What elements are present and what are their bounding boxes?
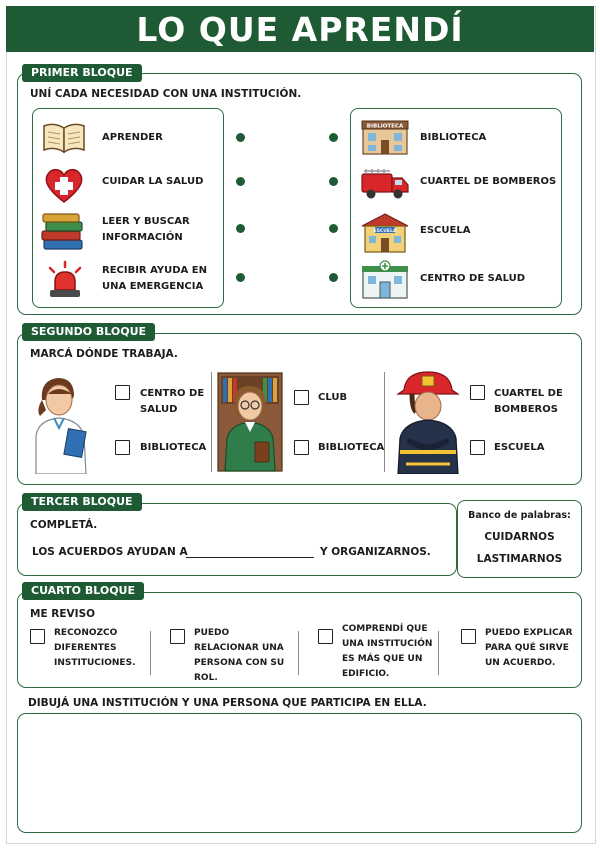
books-stack-icon [41, 213, 83, 250]
nurse-illustration-icon [35, 378, 87, 474]
block4-label: CUARTO BLOQUE [22, 582, 144, 600]
institution-label-3: ESCUELA [420, 225, 471, 236]
need-label-3: LEER Y BUSCAR INFORMACIÓN [102, 216, 190, 243]
firefighter-option-1-label: CUARTEL DE BOMBEROS [494, 388, 563, 415]
institution-label-2: CUARTEL DE BOMBEROS [420, 176, 557, 187]
sentence-blank[interactable] [186, 557, 314, 558]
word-bank-box: Banco de palabras: CUIDARNOS LASTIMARNOS [457, 500, 582, 578]
page-title: LO QUE APRENDÍ [136, 9, 464, 49]
block4-divider-1 [150, 631, 151, 675]
word-bank-word-1: CUIDARNOS [484, 531, 555, 543]
title-bar: LO QUE APRENDÍ [6, 6, 594, 52]
library-sign: BIBLIOTECA [367, 124, 404, 130]
fire-truck-icon [361, 169, 409, 199]
block1-instruction: UNÍ CADA NECESIDAD CON UNA INSTITUCIÓN. [30, 88, 302, 100]
word-bank-title: Banco de palabras: [468, 510, 571, 521]
block2-divider-1 [211, 372, 212, 472]
block1-section: UNÍ CADA NECESIDAD CON UNA INSTITUCIÓN. … [17, 73, 582, 315]
librarian-option-2-checkbox[interactable] [294, 440, 309, 455]
firefighter-option-2-label: ESCUELA [494, 442, 545, 453]
librarian-illustration-icon [217, 372, 283, 472]
institution-dot-2[interactable] [329, 177, 338, 186]
nurse-option-1-label: CENTRO DE SALUD [140, 388, 205, 415]
self-check-1-label: RECONOZCO DIFERENTES INSTITUCIONES. [54, 628, 136, 668]
nurse-option-1-checkbox[interactable] [115, 385, 130, 400]
school-sign: ESCUELA [374, 228, 397, 234]
block4-instruction: ME REVISO [30, 608, 96, 620]
block4-section: ME REVISO RECONOZCO DIFERENTES INSTITUCI… [17, 592, 582, 688]
block2-section: MARCÁ DÓNDE TRABAJA. CENTRO DE SALUD BIB… [17, 333, 582, 485]
need-label-2: CUIDAR LA SALUD [102, 176, 204, 187]
self-check-2-checkbox[interactable] [170, 629, 185, 644]
nurse-option-2-label: BIBLIOTECA [140, 442, 207, 453]
self-check-2-label: PUEDO RELACIONAR UNA PERSONA CON SU ROL. [194, 628, 285, 683]
librarian-option-1-label: CLUB [318, 392, 348, 403]
institution-label-4: CENTRO DE SALUD [420, 273, 526, 284]
institution-dot-3[interactable] [329, 224, 338, 233]
firefighter-illustration-icon [396, 371, 460, 474]
firefighter-option-1-checkbox[interactable] [470, 385, 485, 400]
block1-label: PRIMER BLOQUE [22, 64, 142, 82]
block3-section: COMPLETÁ. LOS ACUERDOS AYUDAN A Y ORGANI… [17, 503, 457, 576]
block2-label: SEGUNDO BLOQUE [22, 323, 156, 341]
self-check-3-label: COMPRENDÍ QUE UNA INSTITUCIÓN ES MÁS QUE… [342, 624, 433, 679]
sentence-start: LOS ACUERDOS AYUDAN A [32, 546, 188, 558]
librarian-option-1-checkbox[interactable] [294, 390, 309, 405]
word-bank-word-2: LASTIMARNOS [476, 553, 563, 565]
nurse-option-2-checkbox[interactable] [115, 440, 130, 455]
institution-dot-1[interactable] [329, 133, 338, 142]
need-label-1: APRENDER [102, 132, 163, 143]
school-building-icon: ESCUELA [361, 213, 409, 253]
need-label-4: RECIBIR AYUDA EN UNA EMERGENCIA [102, 265, 207, 292]
self-check-1-checkbox[interactable] [30, 629, 45, 644]
self-check-4-label: PUEDO EXPLICAR PARA QUÉ SIRVE UN ACUERDO… [485, 628, 573, 668]
block4-divider-2 [298, 631, 299, 675]
block2-divider-2 [384, 372, 385, 472]
open-book-icon [43, 123, 85, 154]
institution-label-1: BIBLIOTECA [420, 132, 487, 143]
block3-label: TERCER BLOQUE [22, 493, 142, 511]
self-check-4-checkbox[interactable] [461, 629, 476, 644]
firefighter-option-2-checkbox[interactable] [470, 440, 485, 455]
need-dot-4[interactable] [236, 273, 245, 282]
drawing-area[interactable] [17, 713, 582, 833]
need-dot-1[interactable] [236, 133, 245, 142]
self-check-3-checkbox[interactable] [318, 629, 333, 644]
sentence-end: Y ORGANIZARNOS. [320, 546, 431, 558]
block3-instruction: COMPLETÁ. [30, 519, 98, 531]
block4-divider-3 [438, 631, 439, 675]
library-building-icon: BIBLIOTECA [361, 120, 409, 155]
need-dot-3[interactable] [236, 224, 245, 233]
block2-instruction: MARCÁ DÓNDE TRABAJA. [30, 348, 178, 360]
heart-health-icon [45, 168, 83, 203]
drawing-instruction: DIBUJÁ UNA INSTITUCIÓN Y UNA PERSONA QUE… [28, 697, 427, 709]
institution-dot-4[interactable] [329, 273, 338, 282]
health-center-icon [362, 260, 408, 299]
emergency-siren-icon [48, 260, 82, 297]
need-dot-2[interactable] [236, 177, 245, 186]
librarian-option-2-label: BIBLIOTECA [318, 442, 385, 453]
